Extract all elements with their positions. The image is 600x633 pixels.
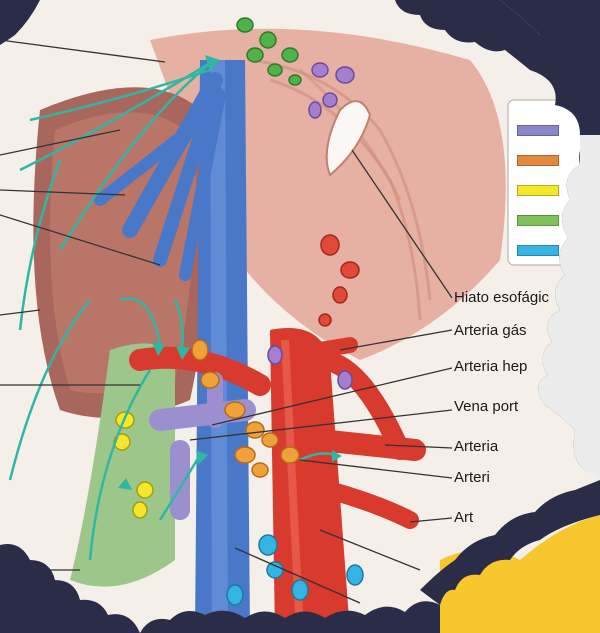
label-arteria-gastrica: Arteria gás (454, 322, 527, 339)
legend-chip-blue (517, 245, 559, 256)
label-hiato-esofagico: Hiato esofágic (454, 289, 549, 306)
label-arteria-4: Arteria (454, 438, 498, 455)
legend-chip-purple (517, 125, 559, 136)
label-arteria-6: Art (454, 509, 473, 526)
label-arteria-5: Arteri (454, 469, 490, 486)
legend-chip-orange (517, 155, 559, 166)
legend-chip-yellow (517, 185, 559, 196)
label-vena-porta: Vena port (454, 398, 518, 415)
label-arteria-hepatica: Arteria hep (454, 358, 527, 375)
legend-chip-green (517, 215, 559, 226)
